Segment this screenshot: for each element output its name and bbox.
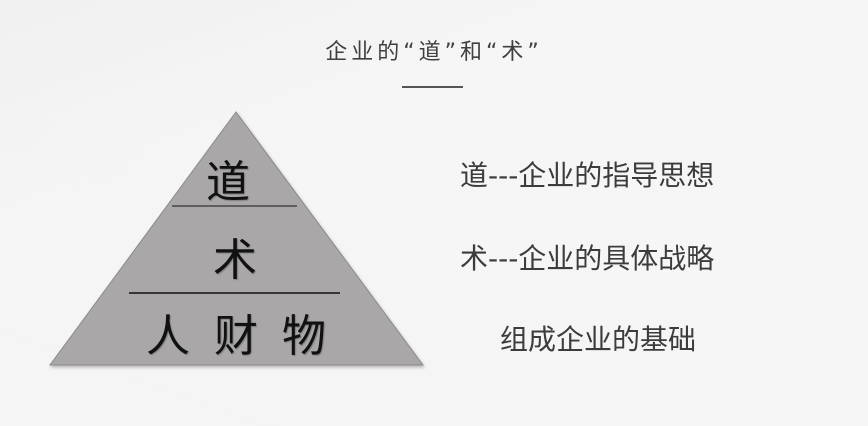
pyramid-base-material: 物 <box>282 311 326 362</box>
description-shu: 术---企业的具体战略 <box>460 242 715 275</box>
pyramid-level-shu: 术 <box>213 235 257 286</box>
pyramid-base-people: 人 <box>146 311 190 362</box>
pyramid-level-base: 人财物 <box>146 300 350 364</box>
description-dao: 道---企业的指导思想 <box>460 159 715 192</box>
description-base: 组成企业的基础 <box>500 323 697 356</box>
pyramid-triangle <box>49 111 424 366</box>
slide-title: 企业的“道”和“术” <box>325 40 543 65</box>
pyramid-base-money: 财 <box>214 311 258 362</box>
title-underline <box>402 86 463 88</box>
pyramid-level-dao: 道 <box>206 157 250 208</box>
